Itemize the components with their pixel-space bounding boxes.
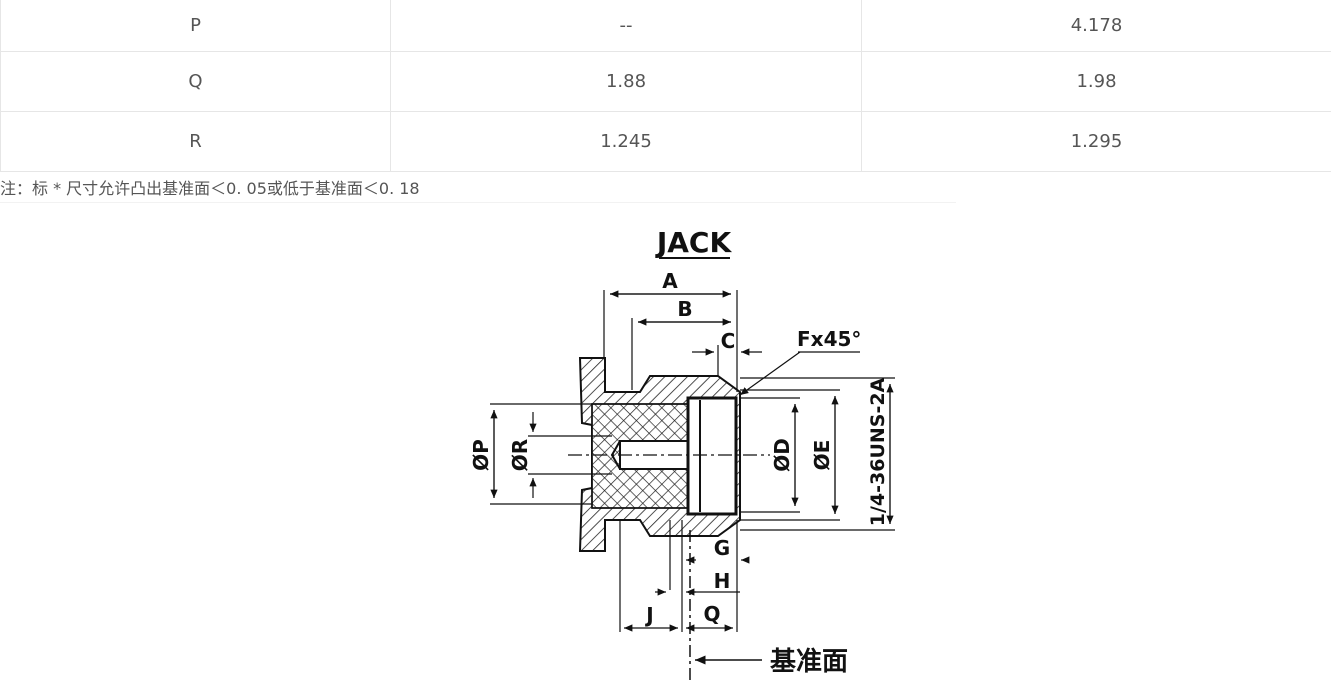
dim-g-label: G	[714, 536, 730, 560]
table-row: P -- 4.178	[0, 0, 1331, 52]
chamfer-leader	[739, 351, 801, 396]
datum-label: 基准面	[770, 647, 848, 677]
dim-a-label: A	[662, 269, 678, 293]
drawing-title: JACK	[655, 226, 733, 259]
table-row: R 1.245 1.295	[0, 111, 1331, 172]
table-row: Q 1.88 1.98	[0, 51, 1331, 112]
table-note: 注：标 * 尺寸允许凸出基准面＜0. 05或低于基准面＜0. 18	[0, 179, 420, 198]
table-cell-max: 1.295	[861, 111, 1331, 172]
dim-e-label: ØE	[810, 440, 834, 471]
table-cell-max: 4.178	[861, 0, 1331, 52]
table-cell-min: 1.88	[390, 51, 862, 112]
bore	[686, 396, 738, 516]
dim-j-label: J	[644, 603, 653, 627]
table-cell-min: 1.245	[390, 111, 862, 172]
dim-h-label: H	[714, 569, 731, 593]
dim-d-label: ØD	[770, 438, 794, 472]
dim-b-label: B	[677, 297, 692, 321]
table-cell-label: P	[0, 0, 391, 52]
table-cell-label: R	[0, 111, 391, 172]
dim-p-label: ØP	[469, 439, 493, 471]
dimension-table: P -- 4.178 Q 1.88 1.98 R 1.245 1.295	[0, 0, 1331, 172]
table-cell-max: 1.98	[861, 51, 1331, 112]
dim-r-label: ØR	[508, 439, 532, 471]
dim-c-label: C	[721, 329, 736, 353]
chamfer-label: Fx45°	[797, 327, 861, 351]
divider	[0, 202, 956, 203]
dim-thread-label: 1/4-36UNS-2A	[867, 377, 889, 526]
table-cell-min: --	[390, 0, 862, 52]
dim-q-label: Q	[703, 602, 720, 626]
